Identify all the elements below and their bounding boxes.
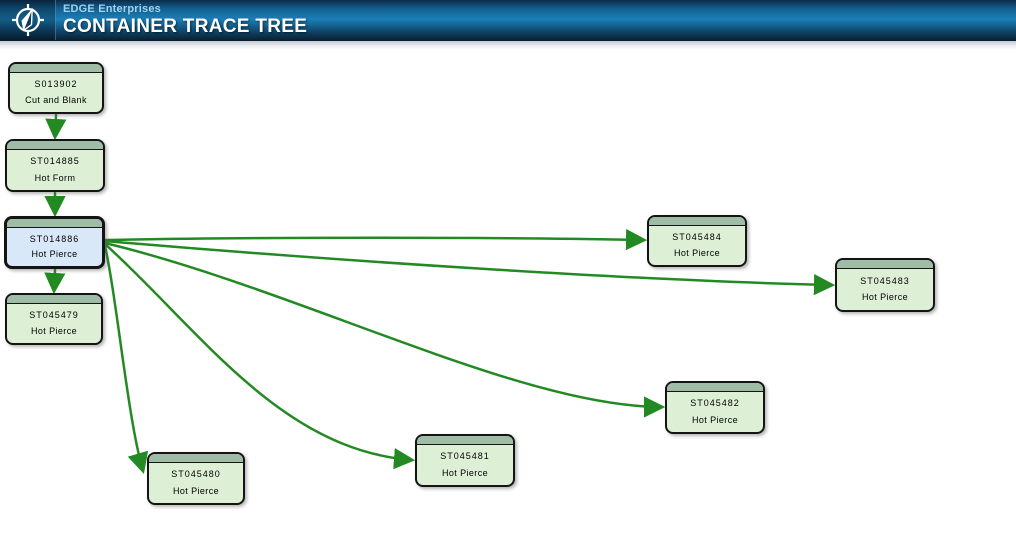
trace-edge <box>103 229 648 251</box>
operation-label: Hot Pierce <box>172 485 220 496</box>
page-title: CONTAINER TRACE TREE <box>63 16 308 37</box>
header-titles: EDGE Enterprises CONTAINER TRACE TREE <box>56 0 307 40</box>
node-header-strip <box>7 295 101 304</box>
operation-label: Hot Form <box>34 172 76 183</box>
app-header: EDGE Enterprises CONTAINER TRACE TREE <box>0 0 1016 41</box>
operation-label: Hot Pierce <box>31 249 78 260</box>
company-name: EDGE Enterprises <box>63 3 161 15</box>
node-header-strip <box>417 436 513 445</box>
trace-edge <box>103 242 416 470</box>
operation-label: Cut and Blank <box>25 95 87 105</box>
trace-edge <box>103 241 666 418</box>
container-id: ST045480 <box>171 469 221 480</box>
logo-box <box>0 0 56 40</box>
container-id: ST045482 <box>690 398 740 409</box>
compass-icon <box>11 4 44 36</box>
trace-edge <box>44 268 66 295</box>
container-id: ST045483 <box>860 275 910 286</box>
trace-edge <box>45 113 67 141</box>
operation-label: Hot Pierce <box>673 248 721 258</box>
container-id: ST014886 <box>29 233 80 244</box>
node-header-strip <box>7 141 103 150</box>
container-id: ST045484 <box>672 232 722 242</box>
container-id: ST045481 <box>440 451 490 462</box>
trace-edge <box>103 244 149 475</box>
node-header-strip <box>7 219 102 228</box>
trace-edge <box>103 239 836 296</box>
node-header-strip <box>837 260 933 269</box>
operation-label: Hot Pierce <box>441 467 489 478</box>
node-header-strip <box>649 217 745 226</box>
node-header-strip <box>10 64 102 73</box>
container-id: ST014885 <box>30 156 80 167</box>
header-divider <box>0 41 1016 50</box>
operation-label: Hot Pierce <box>30 326 78 336</box>
operation-label: Hot Pierce <box>861 292 909 303</box>
node-header-strip <box>149 454 243 463</box>
container-id: ST045479 <box>29 310 79 320</box>
container-id: S013902 <box>34 79 78 89</box>
operation-label: Hot Pierce <box>691 414 739 425</box>
node-header-strip <box>667 383 763 392</box>
